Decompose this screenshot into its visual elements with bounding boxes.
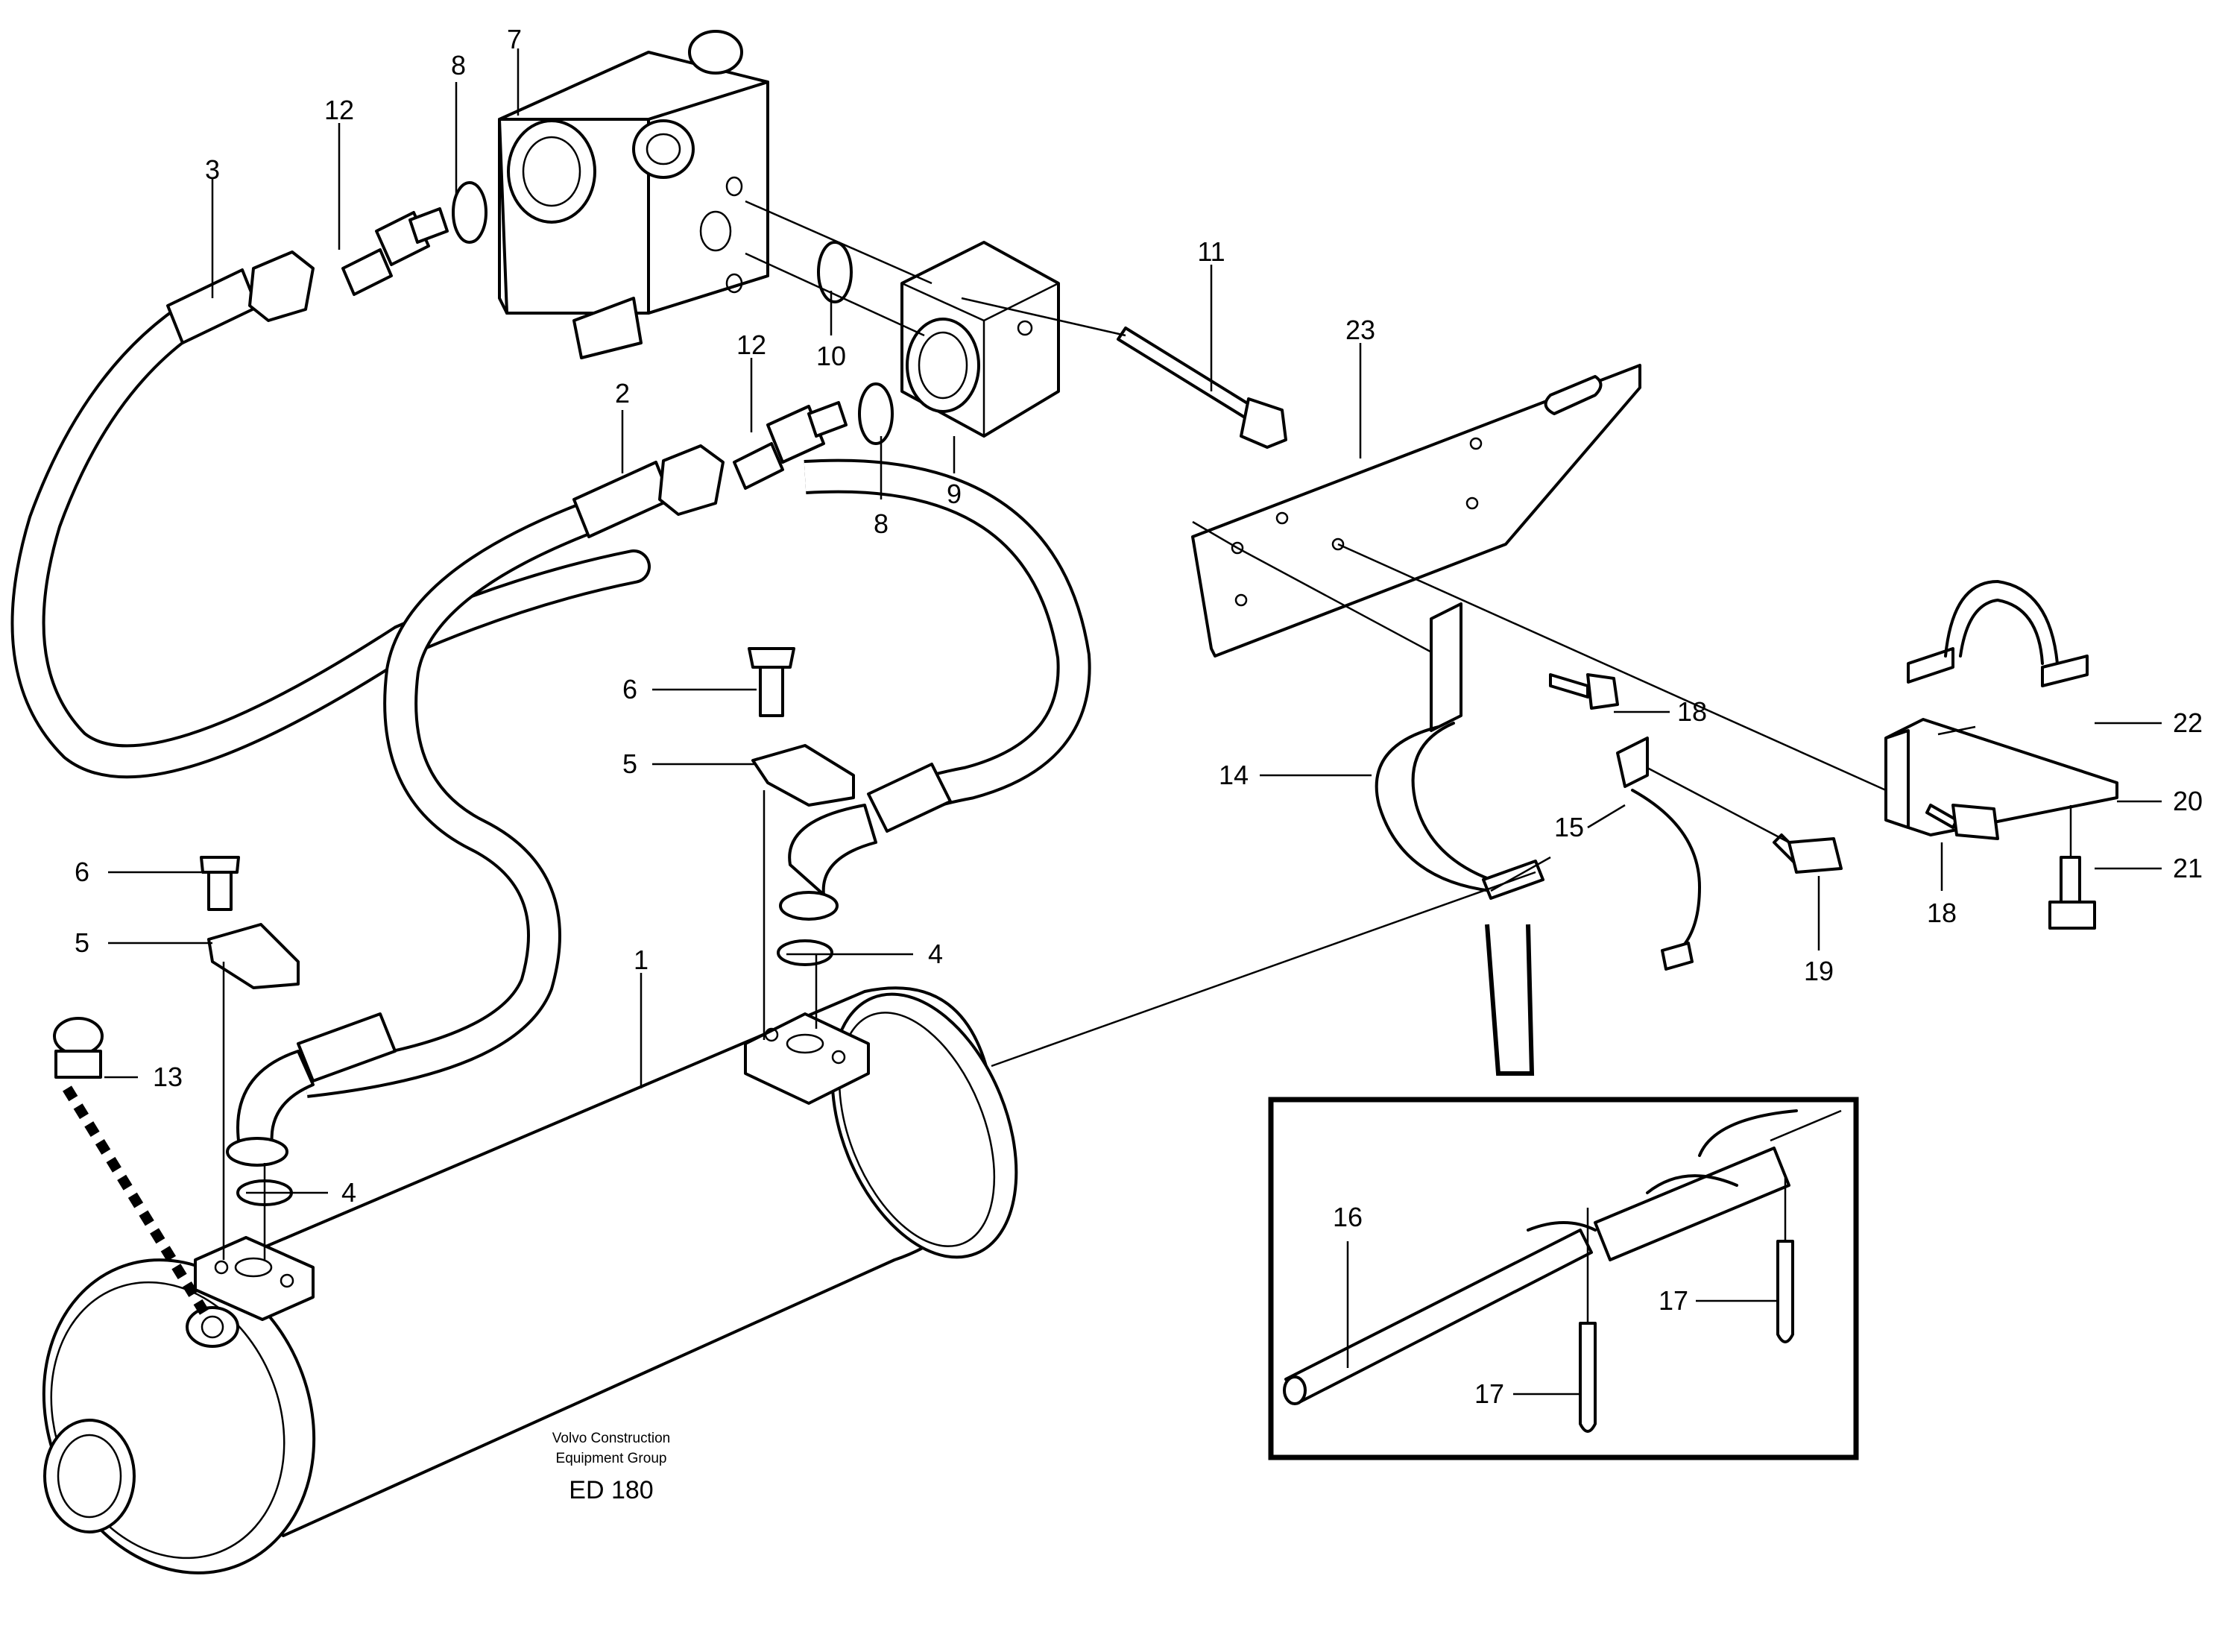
- flange-half-5a: [748, 647, 855, 807]
- callout-8-mid: 8: [874, 508, 889, 539]
- adapter-block-9: [900, 241, 1060, 438]
- strap-15: [1616, 737, 1701, 971]
- callout-19: 19: [1804, 956, 1834, 986]
- callout-6-left: 6: [75, 857, 89, 887]
- bolt-19: [1647, 766, 1843, 874]
- assembly-guide-lines: [222, 200, 1536, 1260]
- callout-12-mid: 12: [736, 330, 766, 360]
- footer-line-2: Equipment Group: [556, 1451, 667, 1466]
- plug-13: [53, 1017, 213, 1322]
- callout-7: 7: [507, 24, 522, 54]
- callout-16: 16: [1333, 1202, 1363, 1232]
- diagram-code: ED 180: [569, 1476, 653, 1504]
- callout-10: 10: [816, 341, 846, 371]
- callout-23: 23: [1345, 315, 1375, 345]
- bracket-20: [1884, 718, 2118, 836]
- footer-line-1: Volvo Construction: [552, 1431, 670, 1446]
- callout-13: 13: [153, 1062, 183, 1092]
- valve-block: [498, 30, 769, 359]
- nipple-12a: [341, 207, 449, 296]
- callout-17-lower: 17: [1474, 1378, 1504, 1409]
- o-ring-10: [817, 241, 853, 303]
- callout-5-right: 5: [622, 748, 637, 779]
- callout-5-left: 5: [75, 927, 89, 958]
- bolt-18a: [1549, 673, 1619, 710]
- callout-9: 9: [947, 479, 962, 509]
- callout-2: 2: [615, 378, 630, 409]
- hose-right-loop: [779, 458, 1091, 921]
- bolt-21: [2048, 805, 2096, 930]
- callout-22: 22: [2173, 707, 2203, 738]
- bolt-18b: [1925, 804, 1999, 840]
- strap-14: [1375, 602, 1551, 900]
- hose-2: [303, 444, 725, 1098]
- flange-half-5b: [200, 856, 300, 989]
- callout-1: 1: [634, 945, 649, 975]
- elbow-left: [226, 1012, 397, 1167]
- nipple-12b: [733, 401, 848, 490]
- detail-inset: [1268, 924, 1859, 1460]
- callout-leaders: [104, 48, 2162, 1396]
- callout-15: 15: [1554, 812, 1584, 842]
- callout-4-right: 4: [928, 939, 943, 969]
- hose-3: [10, 250, 651, 779]
- o-ring-4a: [777, 939, 833, 966]
- bracket-plate-23: [1191, 364, 1887, 792]
- callout-4-left: 4: [341, 1177, 356, 1208]
- clamp-22: [1907, 580, 2089, 687]
- bolt-11: [961, 297, 1287, 449]
- callout-6-right: 6: [622, 674, 637, 704]
- callout-labels: 3 12 8 7 2 12 10 9 8 11 23 1 6 5 4 6 5 1…: [75, 24, 2203, 1409]
- callout-20: 20: [2173, 786, 2203, 816]
- callout-12-top: 12: [324, 95, 354, 125]
- callout-21: 21: [2173, 853, 2203, 883]
- callout-11: 11: [1197, 236, 1225, 267]
- publisher-footer: Volvo Construction Equipment Group ED 18…: [552, 1431, 670, 1504]
- callout-3: 3: [205, 154, 220, 185]
- callout-8-top: 8: [451, 50, 466, 81]
- callout-17-upper: 17: [1659, 1285, 1688, 1316]
- o-ring-8b: [858, 382, 894, 445]
- oil-cooler: [42, 986, 1018, 1574]
- callout-18-lower: 18: [1927, 898, 1957, 928]
- callout-18-upper: 18: [1677, 696, 1707, 727]
- callout-14: 14: [1219, 760, 1249, 790]
- o-ring-8a: [452, 181, 487, 244]
